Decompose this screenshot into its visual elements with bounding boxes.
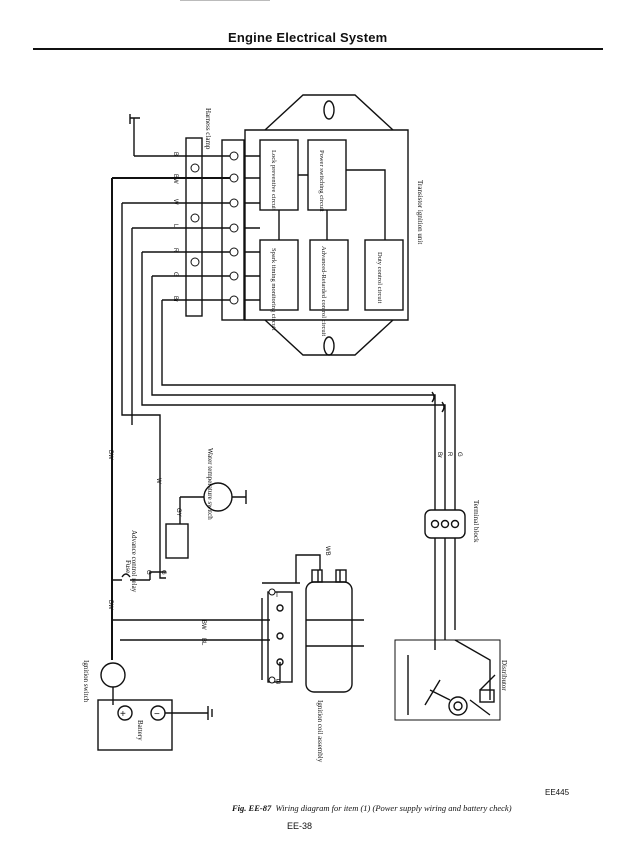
figure-number: Fig. EE-87 bbox=[232, 803, 272, 813]
wire-r-label-2: R bbox=[446, 452, 452, 457]
wire-r-label: R bbox=[172, 248, 178, 253]
battery-pos-terminal: + bbox=[120, 709, 126, 720]
fuse-wire bbox=[112, 571, 166, 581]
wire-l-label: L bbox=[172, 224, 178, 228]
ignition-switch bbox=[100, 662, 126, 688]
spark-timing-label: Spark timing monitoring circuit bbox=[270, 248, 277, 331]
wire-bl-label: BL bbox=[200, 638, 206, 646]
wire-bw-label: BW bbox=[172, 174, 178, 184]
page-header: Engine Electrical System bbox=[0, 26, 636, 52]
coil-terminal-i: I bbox=[276, 592, 278, 599]
advance-control-relay bbox=[165, 523, 189, 559]
distributor-outline bbox=[394, 639, 501, 721]
power-switching-label: Power switching circuit bbox=[318, 150, 325, 212]
page-title: Engine Electrical System bbox=[228, 30, 388, 45]
wire-w-label: W bbox=[172, 199, 178, 205]
wire-w-label-2: W bbox=[155, 478, 161, 484]
water-temp-label: Water temperature switch bbox=[206, 448, 214, 520]
scan-mark bbox=[180, 0, 270, 1]
power-switching-box bbox=[307, 139, 347, 211]
battery bbox=[97, 699, 173, 751]
ignition-switch-label: Ignition switch bbox=[82, 660, 90, 703]
wire-bw-label-3: BW bbox=[107, 600, 113, 610]
harness-clamp bbox=[185, 137, 203, 317]
advanced-retarded-label: Advanced-Retarded control circuit bbox=[320, 246, 327, 336]
transistor-unit-label: Transistor ignition unit bbox=[416, 180, 424, 244]
wire-gy-label: GY bbox=[175, 508, 181, 517]
figure-caption-text: Wiring diagram for item (1) (Power suppl… bbox=[275, 803, 512, 813]
advance-relay-label: Advance control relay bbox=[130, 530, 138, 593]
lock-preventive-box bbox=[259, 139, 299, 211]
wire-g-label: G bbox=[172, 272, 178, 277]
connector-strip bbox=[221, 139, 245, 321]
wire-g-label-2: G bbox=[456, 452, 462, 457]
figure-caption: Fig. EE-87 Wiring diagram for item (1) (… bbox=[232, 803, 512, 813]
fuse-label: Fuse bbox=[124, 560, 132, 573]
distributor-label: Distributor bbox=[500, 660, 508, 691]
duty-control-label: Duty control circuit bbox=[376, 252, 383, 303]
distributor-body bbox=[448, 696, 468, 716]
ignition-coil-label: Ignition coil assembly bbox=[316, 700, 324, 763]
ignition-coil bbox=[305, 581, 353, 693]
battery-label: Battery bbox=[136, 720, 144, 741]
wire-bw-label-2: BW bbox=[107, 450, 113, 460]
ground-symbol-top bbox=[130, 117, 140, 156]
spark-timing-box bbox=[259, 239, 299, 311]
wire-br-label-2: Br bbox=[436, 452, 442, 458]
harness-clamp-label: Harness clamp bbox=[204, 108, 212, 150]
duty-control-box bbox=[364, 239, 404, 311]
reference-code: EE445 bbox=[545, 788, 570, 797]
battery-neg-terminal: − bbox=[154, 709, 160, 720]
coil-terminal-e: E bbox=[276, 679, 281, 686]
wire-wb-label: WB bbox=[324, 546, 330, 556]
advanced-retarded-box bbox=[309, 239, 349, 311]
terminal-block-label: Terminal block bbox=[472, 500, 480, 543]
transistor-ignition-unit bbox=[244, 129, 409, 321]
wire-br-label: Br bbox=[172, 296, 178, 302]
wire-b-label: B bbox=[172, 152, 178, 156]
header-rule bbox=[33, 48, 603, 50]
wire-bw-label-4: BW bbox=[200, 620, 206, 630]
page-number: EE-38 bbox=[287, 821, 313, 831]
wire-g-label-3: G bbox=[160, 570, 166, 575]
lock-circuit-label: Lock preventive circuit bbox=[270, 150, 277, 211]
wire-g-label-2: G bbox=[145, 570, 151, 575]
